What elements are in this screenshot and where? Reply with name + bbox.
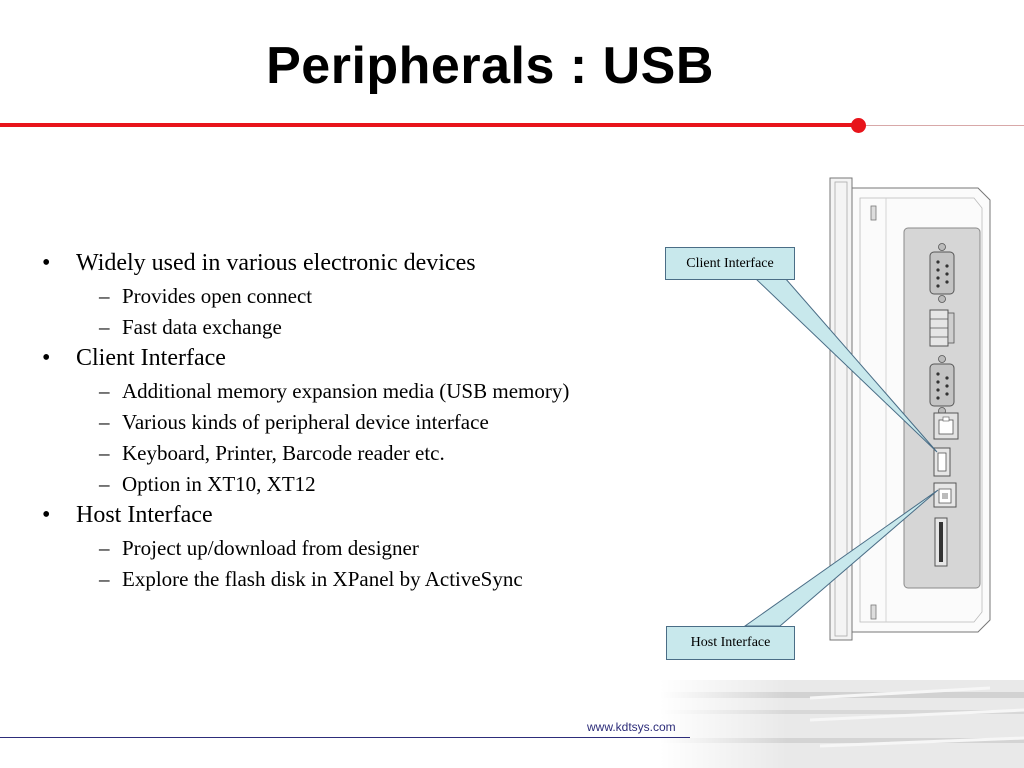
sub-bullet-item: –Various kinds of peripheral device inte… (42, 407, 682, 438)
callout-label: Client Interface (686, 255, 774, 271)
sub-bullet-item: –Project up/download from designer (42, 533, 682, 564)
bullet-mark: • (42, 502, 51, 528)
xpanel-side-view-illustration (743, 177, 991, 641)
title-underline-dot (851, 118, 866, 133)
binary-pattern-decoration (660, 680, 1024, 768)
sub-bullet-text: Explore the flash disk in XPanel by Acti… (122, 567, 523, 591)
callout-label: Host Interface (690, 635, 771, 650)
sub-bullet-item: –Provides open connect (42, 281, 682, 312)
terminal-block-icon (929, 309, 955, 347)
host-interface-callout: Host Interface (666, 626, 795, 660)
serial-port-icon (929, 355, 955, 415)
sub-bullet-mark: – (99, 315, 110, 339)
sub-bullet-item: –Keyboard, Printer, Barcode reader etc. (42, 438, 682, 469)
sub-bullet-text: Option in XT10, XT12 (122, 472, 316, 496)
sub-bullet-text: Provides open connect (122, 284, 313, 308)
sub-bullet-mark: – (99, 284, 110, 308)
sub-bullet-mark: – (99, 379, 110, 403)
sub-bullet-mark: – (99, 441, 110, 465)
bullet-text: Client Interface (76, 345, 226, 371)
device-body-inner (859, 197, 983, 623)
sub-bullet-mark: – (99, 567, 110, 591)
usb-a-port-icon (933, 447, 951, 477)
bullet-item: • Widely used in various electronic devic… (42, 248, 682, 279)
sub-bullet-text: Fast data exchange (122, 315, 282, 339)
sub-bullet-text: Keyboard, Printer, Barcode reader etc. (122, 441, 445, 465)
bullet-item: • Host Interface (42, 500, 682, 531)
ethernet-port-icon (933, 412, 959, 440)
bullet-text: Host Interface (76, 502, 213, 528)
title-underline (0, 123, 858, 127)
memory-card-slot-icon (934, 517, 948, 567)
sub-bullet-item: –Fast data exchange (42, 312, 682, 343)
bullet-mark: • (42, 345, 51, 371)
sub-bullet-item: –Additional memory expansion media (USB … (42, 376, 682, 407)
title-underline-tail (866, 125, 1024, 126)
sub-bullet-mark: – (99, 410, 110, 434)
sub-bullet-mark: – (99, 472, 110, 496)
sub-bullet-item: –Option in XT10, XT12 (42, 469, 682, 500)
sub-bullet-mark: – (99, 536, 110, 560)
bullet-text: Widely used in various electronic device… (76, 250, 476, 276)
sub-bullet-text: Project up/download from designer (122, 536, 419, 560)
slide-title: Peripherals : USB (266, 37, 714, 95)
sub-bullet-text: Various kinds of peripheral device inter… (122, 410, 489, 434)
footer-url: www.kdtsys.com (587, 720, 676, 734)
bullet-list: • Widely used in various electronic devic… (42, 248, 682, 595)
bullet-mark: • (42, 250, 51, 276)
device-bezel-inner (834, 181, 848, 637)
footer-rule (0, 737, 690, 738)
serial-port-icon (929, 243, 955, 303)
mounting-clip-icon (870, 604, 877, 620)
sub-bullet-text: Additional memory expansion media (USB m… (122, 379, 570, 403)
usb-b-port-icon (933, 482, 957, 508)
sub-bullet-item: –Explore the flash disk in XPanel by Act… (42, 564, 682, 595)
client-interface-callout: Client Interface (665, 247, 795, 280)
mounting-clip-icon (870, 205, 877, 221)
bullet-item: • Client Interface (42, 343, 682, 374)
